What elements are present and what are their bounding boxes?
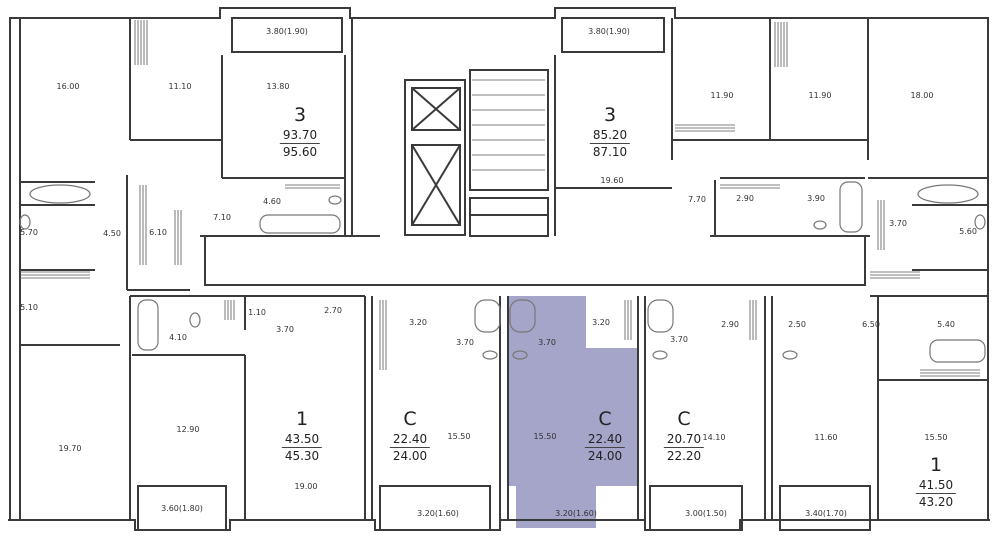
room-label: 3.20 <box>409 318 427 327</box>
wardrobes <box>20 20 980 377</box>
unit-label[interactable]: 3 85.20 87.10 <box>589 104 631 160</box>
room-label: 19.70 <box>58 444 82 453</box>
room-label: 4.10 <box>169 333 187 342</box>
unit-area-full: 87.10 <box>592 145 628 159</box>
room-label: 3.70 <box>456 338 474 347</box>
room-label: 2.50 <box>788 320 806 329</box>
room-label: 15.50 <box>533 432 557 441</box>
room-label: 7.10 <box>213 213 231 222</box>
room-label: 11.60 <box>814 433 838 442</box>
unit-area-total: 93.70 <box>279 127 321 144</box>
unit-rooms: C <box>598 408 612 430</box>
unit-area-total: 22.40 <box>584 431 626 448</box>
room-label: 3.60(1.80) <box>161 504 203 513</box>
room-label: 7.70 <box>688 195 706 204</box>
room-label: 15.50 <box>924 433 948 442</box>
unit-area-total: 85.20 <box>589 127 631 144</box>
room-label: 3.70 <box>538 338 556 347</box>
room-label: 19.60 <box>600 176 624 185</box>
unit-label[interactable]: 1 41.50 43.20 <box>915 454 957 510</box>
room-label: 5.60 <box>959 227 977 236</box>
room-label: 11.90 <box>808 91 832 100</box>
room-label: 2.90 <box>721 320 739 329</box>
room-label: 1.10 <box>248 308 266 317</box>
room-label: 3.40(1.70) <box>805 509 847 518</box>
room-label: 18.00 <box>910 91 934 100</box>
room-label: 3.70 <box>889 219 907 228</box>
walls <box>8 7 990 531</box>
room-label: 13.80 <box>266 82 290 91</box>
unit-area-total: 43.50 <box>281 431 323 448</box>
room-label: 12.90 <box>176 425 200 434</box>
unit-area-full: 95.60 <box>282 145 318 159</box>
room-label: 6.50 <box>862 320 880 329</box>
unit-area-full: 24.00 <box>392 449 428 463</box>
room-label: 3.90 <box>807 194 825 203</box>
unit-area-total: 20.70 <box>663 431 705 448</box>
room-label: 3.80(1.90) <box>588 27 630 36</box>
unit-area-total: 41.50 <box>915 477 957 494</box>
room-label: 5.70 <box>20 228 38 237</box>
unit-area-full: 43.20 <box>918 495 954 509</box>
room-label: 3.80(1.90) <box>266 27 308 36</box>
room-label: 16.00 <box>56 82 80 91</box>
room-label: 5.10 <box>20 303 38 312</box>
room-label: 3.20(1.60) <box>417 509 459 518</box>
room-label: 2.90 <box>736 194 754 203</box>
unit-area-full: 22.20 <box>666 449 702 463</box>
unit-rooms: 1 <box>295 408 309 430</box>
room-label: 3.20 <box>592 318 610 327</box>
room-label: 4.50 <box>103 229 121 238</box>
room-label: 14.10 <box>702 433 726 442</box>
unit-area-full: 24.00 <box>587 449 623 463</box>
room-label: 3.70 <box>670 335 688 344</box>
unit-label-highlighted[interactable]: C 22.40 24.00 <box>584 408 626 464</box>
unit-label[interactable]: C 22.40 24.00 <box>389 408 431 464</box>
unit-area-total: 22.40 <box>389 431 431 448</box>
room-label: 5.40 <box>937 320 955 329</box>
room-label: 4.60 <box>263 197 281 206</box>
room-label: 19.00 <box>294 482 318 491</box>
highlighted-unit[interactable] <box>508 296 638 528</box>
room-label: 6.10 <box>149 228 167 237</box>
unit-rooms: C <box>677 408 691 430</box>
unit-rooms: 3 <box>603 104 617 126</box>
room-label: 3.00(1.50) <box>685 509 727 518</box>
room-label: 11.90 <box>710 91 734 100</box>
room-label: 11.10 <box>168 82 192 91</box>
unit-rooms: 1 <box>929 454 943 476</box>
unit-rooms: 3 <box>293 104 307 126</box>
room-label: 2.70 <box>324 306 342 315</box>
fixtures <box>19 181 986 363</box>
room-label: 3.20(1.60) <box>555 509 597 518</box>
room-label: 15.50 <box>447 432 471 441</box>
unit-rooms: C <box>403 408 417 430</box>
unit-area-full: 45.30 <box>284 449 320 463</box>
unit-label[interactable]: 3 93.70 95.60 <box>279 104 321 160</box>
unit-label[interactable]: 1 43.50 45.30 <box>281 408 323 464</box>
room-label: 3.70 <box>276 325 294 334</box>
unit-label[interactable]: C 20.70 22.20 <box>663 408 705 464</box>
